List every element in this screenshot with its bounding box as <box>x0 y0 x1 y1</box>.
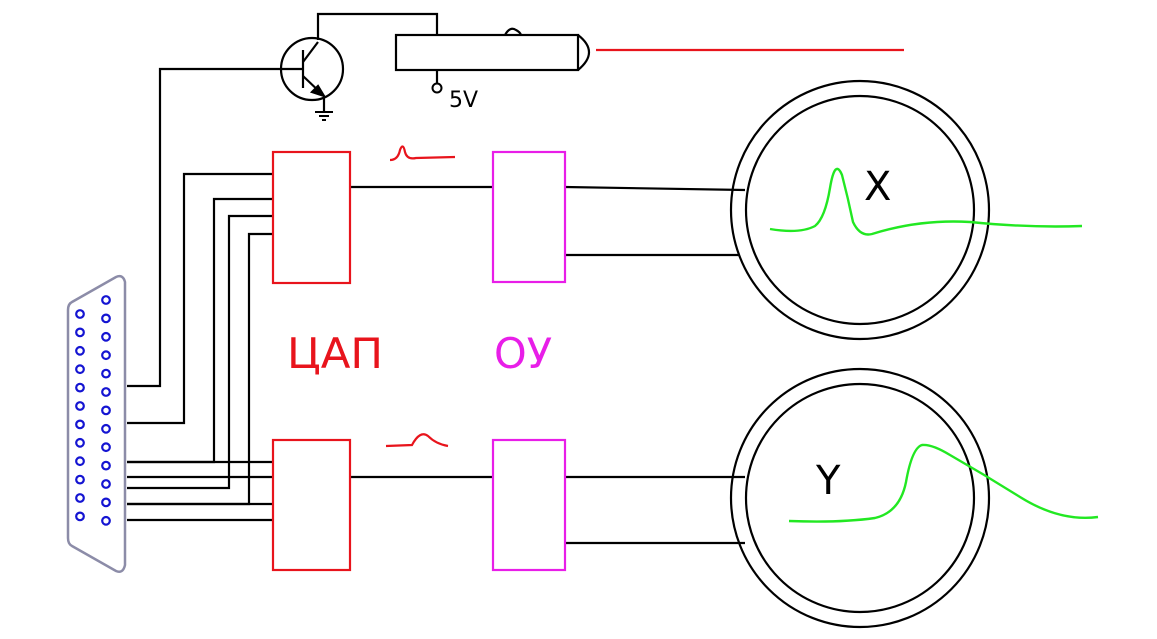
connector-pin <box>101 313 111 324</box>
connector-pin <box>101 295 111 305</box>
signal-y-trace <box>788 443 1099 523</box>
5v-terminal <box>431 82 443 94</box>
dac-x-block <box>271 150 352 285</box>
connector-pin <box>101 479 111 489</box>
pulse-x-sketch <box>389 145 456 162</box>
connector-pin <box>101 387 111 397</box>
connector-pin <box>75 419 85 430</box>
connector-pin <box>101 331 111 342</box>
opamp-x-block <box>491 150 567 284</box>
connector-pin <box>101 368 111 379</box>
laser-module-icon <box>394 27 591 72</box>
connector-pin <box>75 474 85 485</box>
wire-laser-control <box>127 67 282 388</box>
opamp-y-block <box>491 438 567 572</box>
connector-pin <box>75 437 85 448</box>
axis-y-label: Y <box>815 458 841 504</box>
db25-connector-icon <box>66 274 127 573</box>
connector-pin <box>101 497 111 508</box>
voltage-label: 5V <box>449 88 478 113</box>
signal-x-trace <box>769 167 1083 236</box>
wire-dac-x-4 <box>127 232 273 506</box>
wire-dac-x-3 <box>127 214 273 490</box>
dac-y-block <box>271 438 352 572</box>
wire-dac-x-1 <box>127 172 273 425</box>
connector-pins <box>75 295 111 526</box>
opamp-label: ОУ <box>494 329 552 378</box>
connector-pin <box>101 350 111 361</box>
connector-pin <box>75 511 85 522</box>
connector-pin <box>75 345 85 356</box>
connector-pin <box>101 405 111 416</box>
connector-pin <box>75 401 85 411</box>
galvanometer-x-icon <box>729 79 991 341</box>
connector-pin <box>75 493 85 503</box>
galvanometer-y-icon <box>729 367 991 629</box>
wire-transistor-laser <box>316 12 439 40</box>
connector-pin <box>101 442 111 453</box>
dac-label: ЦАП <box>287 329 383 378</box>
connector-pin <box>101 515 111 526</box>
pulse-y-sketch <box>385 433 449 448</box>
axis-x-label: X <box>864 164 891 210</box>
connector-pin <box>75 456 85 467</box>
wiring <box>127 12 746 545</box>
connector-pin <box>101 423 111 434</box>
connector-pin <box>75 382 85 393</box>
connector-pin <box>75 364 85 375</box>
npn-transistor-icon <box>279 36 345 102</box>
connector-pin <box>75 327 85 338</box>
wire-opamp-galvo-x-1 <box>564 185 746 192</box>
ground-icon <box>315 111 333 121</box>
connector-pin <box>101 460 111 471</box>
connector-pin <box>75 309 85 319</box>
